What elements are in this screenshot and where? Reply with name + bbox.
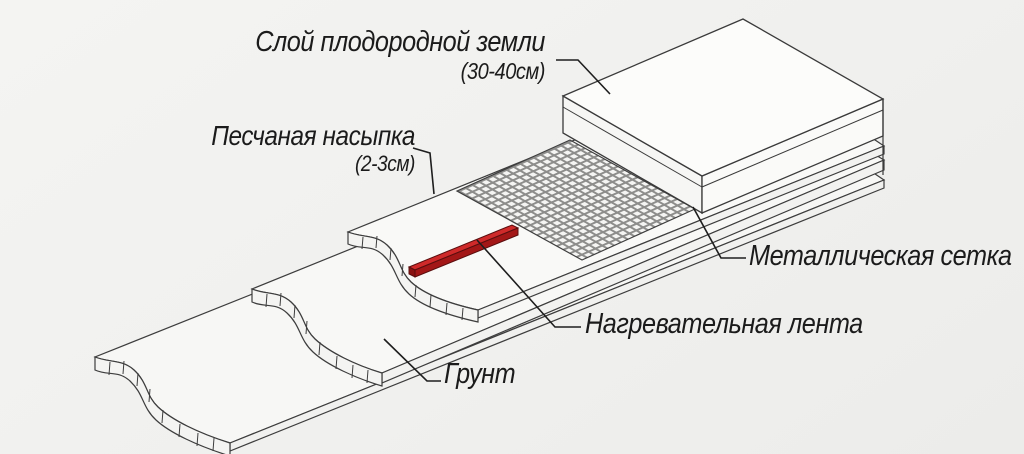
fertile-soil-dimension: (30-40см) (460, 57, 546, 84)
leader-fertile-soil (556, 59, 611, 95)
torn-edge-ticks (265, 292, 369, 384)
heating-tape-label: Нагревательная лента (585, 308, 863, 340)
torn-edge-ticks (361, 235, 464, 321)
fertile-soil-label: Слой плодородной земли (255, 26, 545, 58)
leader-metal-mesh (692, 206, 746, 259)
ground-callout: Грунт (444, 358, 516, 390)
leader-lines (383, 59, 746, 382)
fertile-soil-box (561, 18, 885, 215)
fertile-soil-callout: Слой плодородной земли (30-40см) (197, 26, 546, 84)
leader-ground (383, 338, 441, 382)
torn-edge-ticks (108, 360, 215, 452)
sand-fill-dimension: (2-3см) (354, 150, 415, 176)
ground-label: Грунт (444, 358, 516, 390)
heating-tape (407, 224, 520, 278)
sand-fill-callout: Песчаная насыпка (2-3см) (154, 120, 415, 176)
sand-fill-label: Песчаная насыпка (211, 120, 415, 151)
leader-heating-tape (476, 239, 581, 328)
metal-mesh-label: Металлическая сетка (749, 240, 1012, 272)
leader-sand-fill (412, 147, 435, 195)
metal-mesh-callout: Металлическая сетка (749, 240, 1012, 272)
heating-tape-callout: Нагревательная лента (585, 308, 863, 340)
